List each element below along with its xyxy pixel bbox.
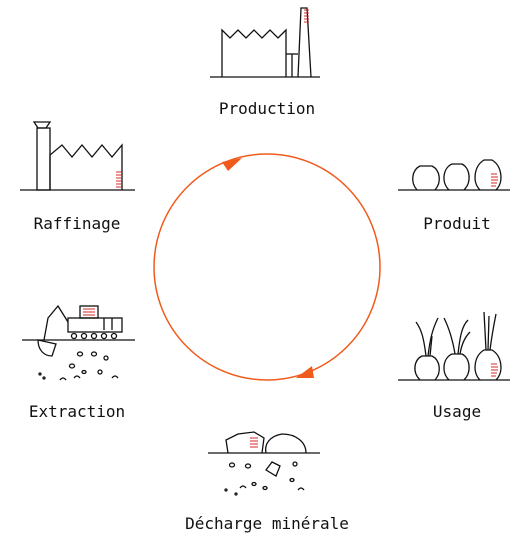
stage-label-production: Production xyxy=(218,99,316,118)
stage-label-decharge: Décharge minérale xyxy=(185,514,349,533)
cycle-arrow-top xyxy=(222,158,242,171)
stage-label-extraction: Extraction xyxy=(28,402,126,421)
landfill-icon xyxy=(208,431,320,496)
factory-icon xyxy=(210,7,320,78)
stage-label-raffinage: Raffinage xyxy=(33,214,121,233)
refinery-icon xyxy=(20,121,135,191)
stage-label-usage: Usage xyxy=(432,402,482,421)
excavator-icon xyxy=(22,304,135,381)
vessels-icon xyxy=(398,159,510,191)
cycle-arrow-bottom xyxy=(296,366,314,378)
planted-vessels-icon xyxy=(398,311,510,381)
cycle-circle xyxy=(153,153,381,381)
stage-label-produit: Produit xyxy=(423,214,491,233)
